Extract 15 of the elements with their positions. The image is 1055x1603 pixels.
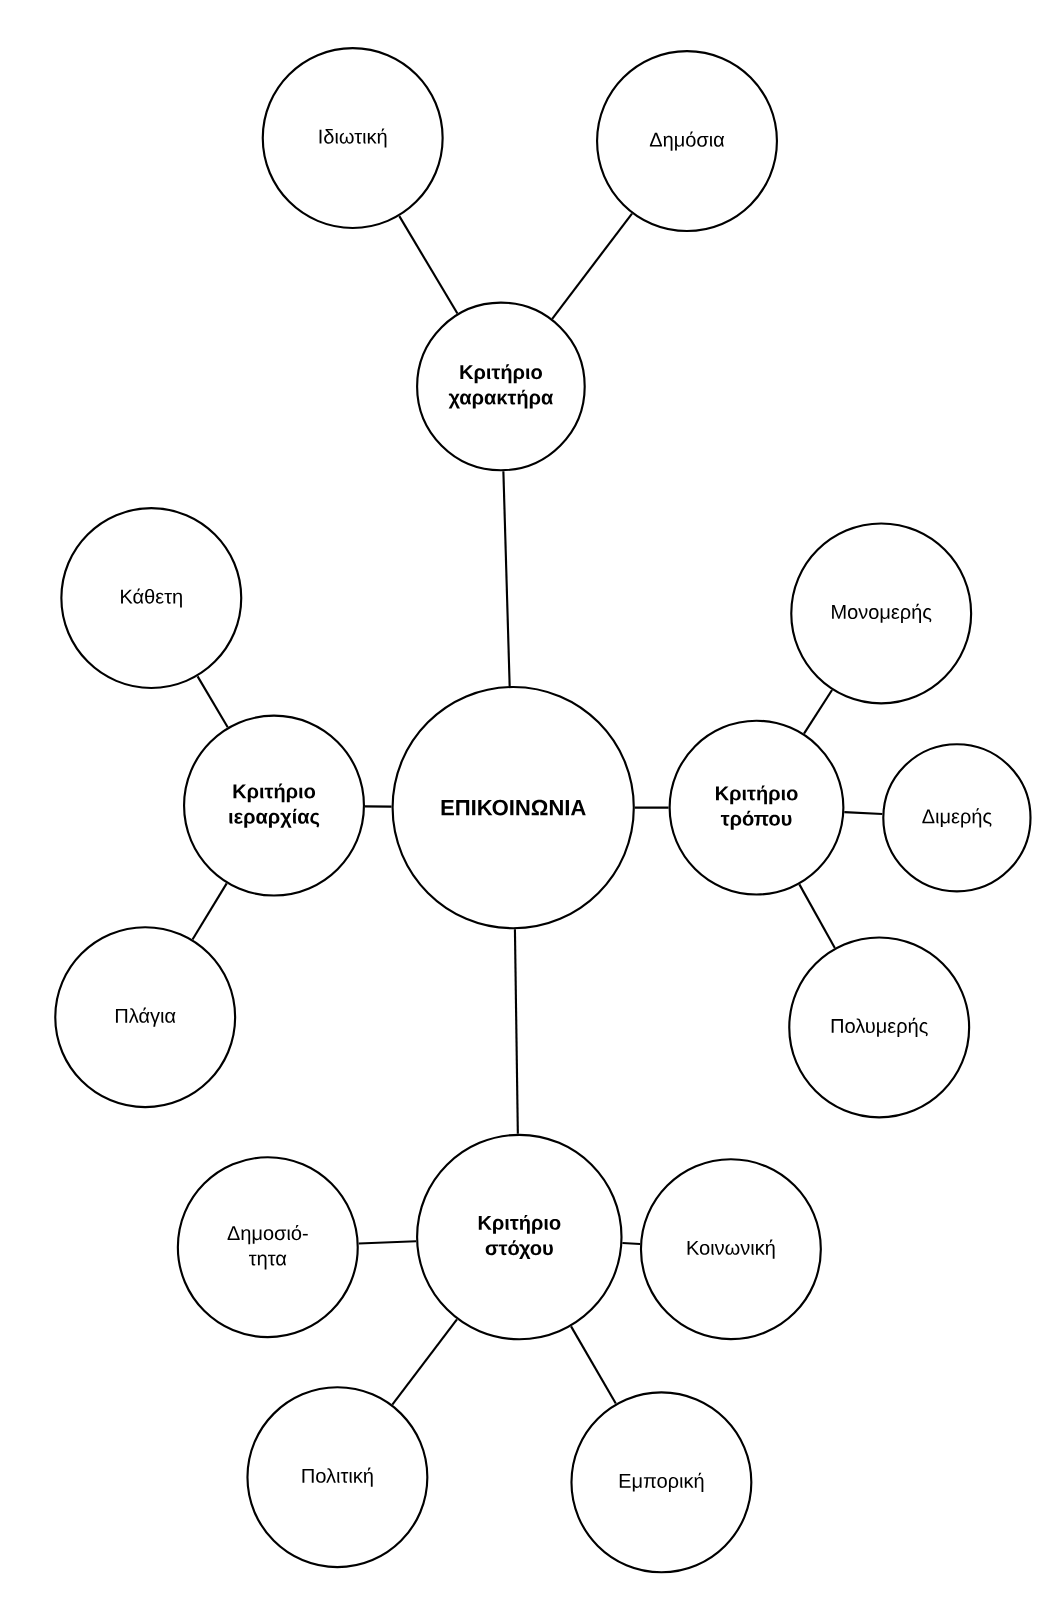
connector-line: [798, 883, 836, 949]
connector-line: [844, 811, 883, 816]
connector-line: [570, 1325, 617, 1405]
connector-line: [398, 215, 459, 315]
connector-line: [803, 689, 833, 735]
connector-line: [551, 212, 633, 320]
connector-line: [358, 1240, 417, 1245]
connector-line: [502, 471, 511, 687]
connector-line: [622, 1241, 641, 1246]
connector-line: [365, 805, 392, 808]
connector-line: [191, 882, 228, 941]
connector-line: [634, 806, 669, 809]
connector-line: [196, 675, 229, 728]
connector-line: [391, 1318, 458, 1406]
connector-line: [513, 929, 519, 1134]
